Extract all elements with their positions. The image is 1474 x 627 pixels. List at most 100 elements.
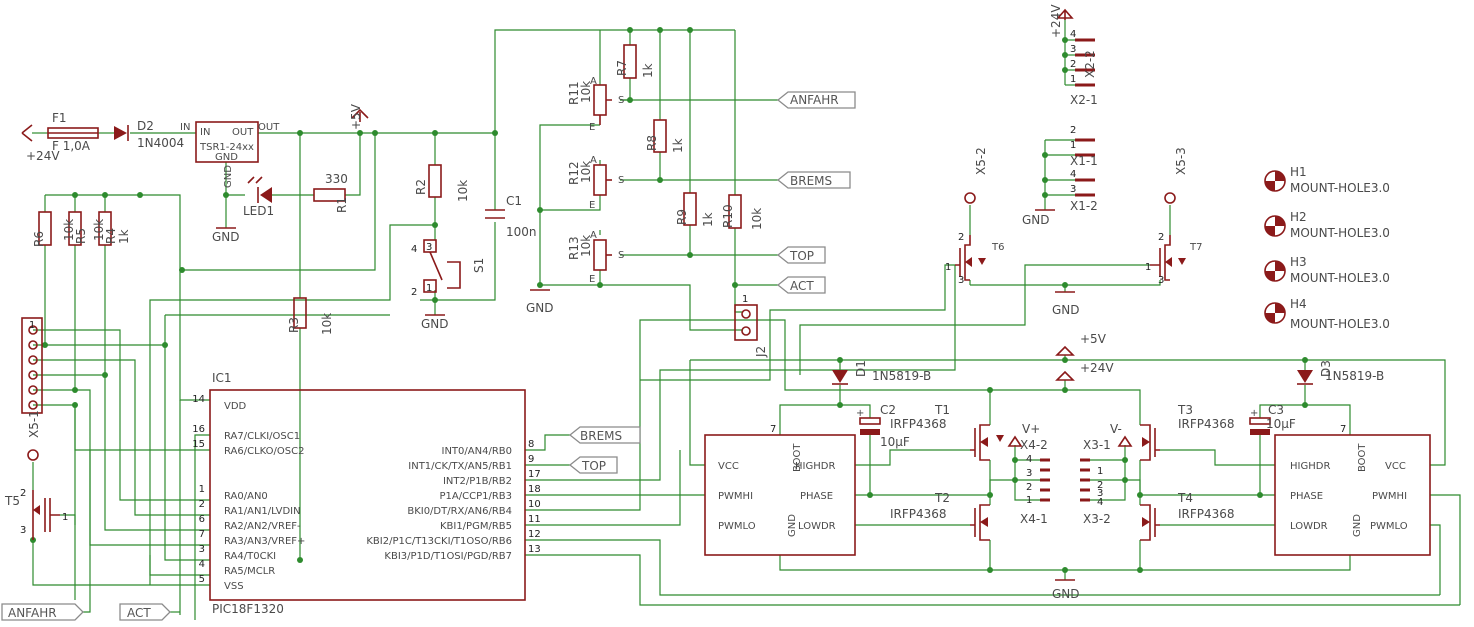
ic1-pin-number: 9	[528, 454, 534, 465]
svg-text:V+: V+	[1022, 422, 1040, 436]
svg-text:10k: 10k	[750, 208, 764, 230]
resistor-r10	[728, 194, 742, 229]
diode-d2	[114, 125, 129, 141]
ic1-pin-number: 4	[199, 559, 205, 570]
tag-brems-top	[776, 171, 851, 189]
ic1-pin-name: RA4/T0CKI	[224, 551, 276, 562]
svg-text:BOOT: BOOT	[1357, 443, 1368, 472]
svg-text:1N4004: 1N4004	[137, 136, 184, 150]
ic1-pin-name: RA3/AN3/VREF+	[224, 536, 305, 547]
ic1-pin-name: RA0/AN0	[224, 491, 268, 502]
svg-text:GND: GND	[526, 301, 554, 315]
svg-text:PWMLO: PWMLO	[718, 521, 756, 532]
gnd-symbol-t6-t7: GND	[1052, 291, 1080, 317]
svg-text:10k: 10k	[320, 313, 334, 335]
led1	[247, 176, 272, 203]
svg-text:GND: GND	[787, 514, 798, 537]
svg-text:VCC: VCC	[1385, 461, 1406, 472]
diode-d1	[832, 370, 848, 383]
svg-text:E: E	[589, 274, 595, 285]
resistor-r2	[428, 164, 442, 198]
svg-text:T6: T6	[991, 242, 1004, 253]
svg-text:IRFP4368: IRFP4368	[890, 417, 947, 431]
ic1-pin-number: 11	[528, 514, 541, 525]
svg-text:ANFAHR: ANFAHR	[8, 606, 57, 620]
gnd-symbol-pots: GND	[526, 289, 554, 315]
svg-text:X5-3: X5-3	[1174, 147, 1188, 175]
svg-text:10µF: 10µF	[1266, 417, 1296, 431]
svg-text:IRFP4368: IRFP4368	[890, 507, 947, 521]
svg-text:GND: GND	[223, 165, 234, 188]
svg-text:E: E	[589, 200, 595, 211]
ic1-pin-number: 8	[528, 439, 534, 450]
svg-text:10k: 10k	[92, 219, 106, 241]
divider-resistors: R7 1k R8 1k R9 1k R10 10k GND 1 J2	[526, 44, 768, 358]
svg-text:10k: 10k	[579, 161, 593, 183]
connector-x1: 2 1 4 3 X1-1 X1-2 GND	[1022, 125, 1098, 227]
ic1-pin-name: VDD	[224, 401, 247, 412]
svg-text:OUT: OUT	[232, 127, 254, 138]
svg-text:3: 3	[426, 242, 432, 253]
reset-circuit: R2 10k C1 100n R3 10k 4 3 2 1 S1 GND	[287, 164, 537, 335]
svg-text:+5V: +5V	[1080, 332, 1107, 346]
connector-x4: 4 3 2 1 X4-2 X4-1 V+	[1007, 422, 1050, 526]
svg-text:F1: F1	[52, 111, 67, 125]
ic1-pin-name: RA1/AN1/LVDIN	[224, 506, 301, 517]
svg-text:GND: GND	[1022, 213, 1050, 227]
svg-text:LOWDR: LOWDR	[798, 521, 836, 532]
pot-r12	[593, 164, 607, 196]
mosfet-t7: X5-3 T7 2 1 3	[1145, 147, 1202, 286]
switch-s1: 4 3 2 1	[411, 239, 461, 298]
ic1-pin-number: 5	[199, 574, 205, 585]
svg-text:LED1: LED1	[243, 204, 274, 218]
resistor-r7	[623, 44, 637, 79]
svg-text:T5: T5	[4, 494, 20, 508]
svg-text:+24V: +24V	[26, 149, 60, 163]
ic1-pin-name: KBI1/PGM/RB5	[440, 521, 512, 532]
resistor-r4	[98, 211, 112, 246]
svg-text:R5: R5	[74, 228, 88, 244]
ic1-pin-name: KBI2/P1C/T13CKI/T1OSO/RB6	[366, 536, 512, 547]
ic1-pin-name: VSS	[224, 581, 244, 592]
svg-text:MOUNT-HOLE3.0: MOUNT-HOLE3.0	[1290, 181, 1390, 195]
ic1-pin-name: BKI0/DT/RX/AN6/RB4	[407, 506, 512, 517]
svg-text:2: 2	[958, 232, 964, 243]
svg-text:S: S	[618, 250, 624, 261]
mount-hole-h3: H3 MOUNT-HOLE3.0	[1264, 255, 1390, 285]
jumper-j2: 1 J2	[734, 294, 768, 358]
svg-text:3: 3	[1158, 275, 1164, 286]
svg-text:PWMLO: PWMLO	[1370, 521, 1408, 532]
mount-hole-h2: H2 MOUNT-HOLE3.0	[1264, 210, 1390, 240]
svg-text:MOUNT-HOLE3.0: MOUNT-HOLE3.0	[1290, 226, 1390, 240]
diode-d3	[1297, 370, 1313, 383]
svg-text:1: 1	[426, 283, 432, 294]
svg-text:V-: V-	[1110, 422, 1122, 436]
svg-text:+24V: +24V	[1080, 361, 1114, 375]
svg-text:H3: H3	[1290, 255, 1307, 269]
ic1-pin-name: INT0/AN4/RB0	[442, 446, 513, 457]
svg-text:VCC: VCC	[718, 461, 739, 472]
svg-text:10k: 10k	[62, 219, 76, 241]
svg-text:PWMHI: PWMHI	[1372, 491, 1407, 502]
regulator-tsr1-24xx: IN OUT TSR1-24xx GND	[195, 121, 259, 163]
svg-text:E: E	[589, 122, 595, 133]
svg-text:X1-2: X1-2	[1070, 199, 1098, 213]
ic1-pic18f1320: IC1 PIC18F1320	[209, 371, 526, 616]
svg-text:BREMS: BREMS	[790, 174, 832, 188]
svg-text:10k: 10k	[456, 180, 470, 202]
ic1-pin-number: 13	[528, 544, 541, 555]
svg-text:J2: J2	[754, 346, 768, 358]
svg-text:7: 7	[770, 424, 776, 435]
svg-text:X1-1: X1-1	[1070, 154, 1098, 168]
svg-text:X5-1: X5-1	[27, 410, 41, 438]
svg-text:TOP: TOP	[581, 459, 606, 473]
ic1-pin-number: 10	[528, 499, 541, 510]
svg-text:3: 3	[1070, 184, 1076, 195]
net-tags-top: ANFAHR BREMS TOP ACT	[776, 91, 856, 294]
mosfet-t6: X5-2 T6 2 1 3	[945, 147, 1004, 286]
svg-text:2: 2	[411, 287, 417, 298]
svg-text:1: 1	[62, 512, 68, 523]
svg-text:BOOT: BOOT	[792, 443, 803, 472]
svg-text:1k: 1k	[701, 212, 715, 227]
driver-right: HIGHDR PHASE LOWDR VCC PWMHI PWMLO BOOT …	[1274, 424, 1431, 556]
